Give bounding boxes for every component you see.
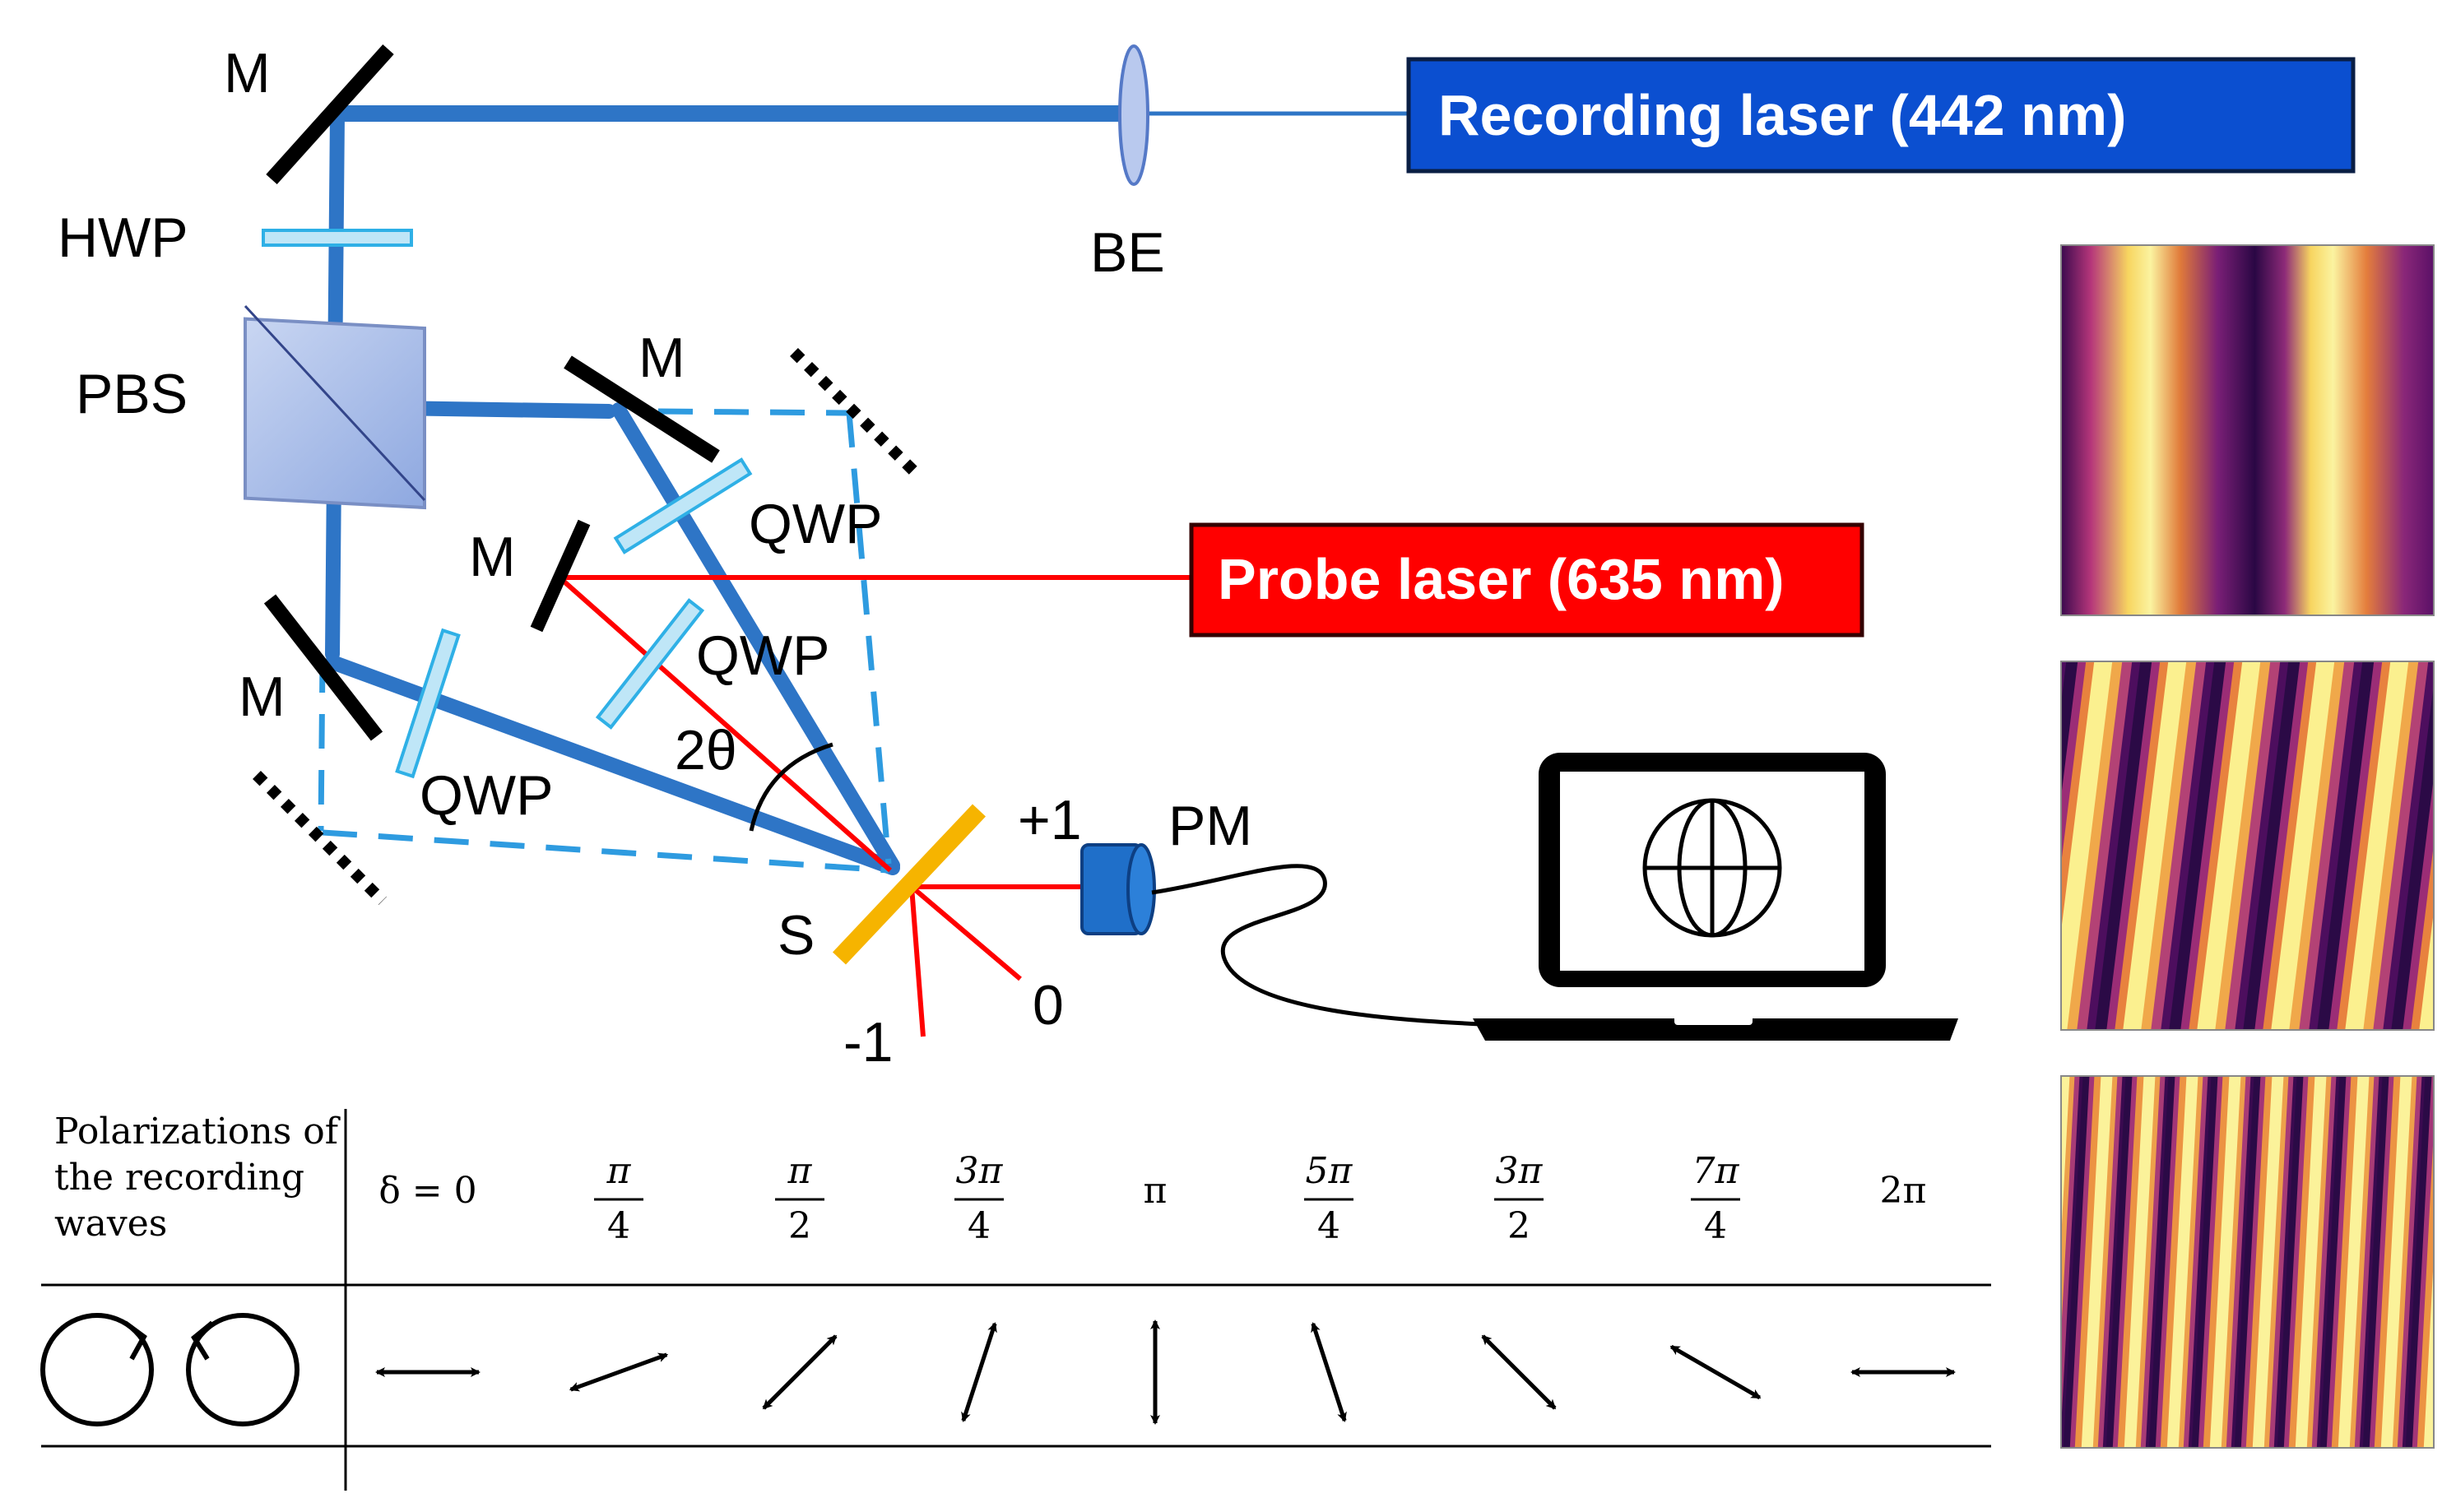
- delta-numerator: 5π: [1306, 1150, 1353, 1192]
- recording-beam: [325, 105, 1409, 875]
- polarization-arrow-7: [1669, 1344, 1762, 1400]
- delta-cell-7: 7π4: [1691, 1150, 1740, 1247]
- label-pm: PM: [1168, 795, 1252, 857]
- delta-value: π: [1144, 1170, 1168, 1212]
- mirror-top-left: [266, 44, 394, 185]
- sample-plate: [833, 804, 986, 965]
- delta-cell-6: 3π2: [1494, 1150, 1544, 1247]
- polarization-arrow-5: [1311, 1322, 1347, 1422]
- delta-denominator: 4: [968, 1205, 991, 1247]
- polarization-arrow-6: [1481, 1334, 1557, 1410]
- label-hwp: HWP: [58, 206, 188, 269]
- label-qwp-middle: QWP: [696, 624, 829, 687]
- circular-polarization-icons: [40, 1313, 299, 1426]
- polarizing-beam-splitter: [244, 304, 426, 510]
- dashed-beam-path: [318, 408, 892, 874]
- mirror-upper-middle: [564, 355, 720, 463]
- delta-cell-2: π2: [775, 1150, 824, 1247]
- delta-denominator: 2: [1507, 1205, 1530, 1247]
- recording-laser: Recording laser (442 nm): [1406, 57, 2356, 174]
- polarization-arrow-1: [569, 1352, 669, 1392]
- grating-image-1: [2060, 244, 2435, 616]
- label-sample: S: [778, 904, 815, 967]
- table-header-line-1: Polarizations of: [54, 1111, 341, 1153]
- label-order-minus1: -1: [843, 1011, 893, 1074]
- label-mirror-probe: M: [469, 526, 516, 588]
- label-order-zero: 0: [1033, 974, 1064, 1037]
- label-qwp-upper: QWP: [749, 493, 882, 555]
- polarization-arrow-2: [762, 1334, 838, 1410]
- label-order-plus1: +1: [1018, 789, 1082, 851]
- delta-numerator: π: [787, 1150, 813, 1192]
- delta-value: 2π: [1880, 1170, 1927, 1212]
- table-header-line-2: the recording: [54, 1157, 304, 1199]
- probe-laser: Probe laser (635 nm): [1189, 522, 1864, 638]
- delta-cell-4: π: [1144, 1170, 1168, 1212]
- recording-laser-label: Recording laser (442 nm): [1438, 83, 2126, 147]
- delta-denominator: 2: [788, 1205, 811, 1247]
- delta-denominator: 4: [607, 1205, 630, 1247]
- probe-laser-label: Probe laser (635 nm): [1218, 547, 1785, 611]
- delta-cell-3: 3π4: [954, 1150, 1004, 1247]
- delta-numerator: π: [606, 1150, 632, 1192]
- label-mirror-top: M: [224, 42, 271, 104]
- laptop-icon: [1473, 753, 1958, 1041]
- polarization-arrow-3: [961, 1322, 997, 1422]
- qwp-lower: [395, 628, 461, 779]
- polarization-table: Polarizations of the recording waves δ =…: [40, 1109, 1991, 1491]
- delta-value: δ = 0: [378, 1170, 476, 1212]
- globe-icon: [1642, 798, 1782, 938]
- mirror-bottom-left: [263, 594, 383, 741]
- label-qwp-lower: QWP: [420, 764, 553, 827]
- qwp-middle: [595, 598, 705, 730]
- grating-image-2: [2060, 661, 2435, 1031]
- qwp-upper: [613, 457, 753, 554]
- beam-expander-lens: [1118, 44, 1149, 186]
- delta-cell-8: 2π: [1880, 1170, 1927, 1212]
- delta-cell-0: δ = 0: [378, 1170, 476, 1212]
- label-angle: 2θ: [675, 719, 737, 782]
- table-header-line-3: waves: [54, 1203, 167, 1245]
- delta-denominator: 4: [1317, 1205, 1340, 1247]
- delta-cell-1: π4: [594, 1150, 643, 1247]
- delta-numerator: 3π: [1496, 1150, 1544, 1192]
- delta-numerator: 7π: [1692, 1150, 1740, 1192]
- linear-polarization-row: [375, 1320, 1956, 1425]
- label-be: BE: [1090, 221, 1165, 284]
- delta-numerator: 3π: [956, 1150, 1004, 1192]
- grating-image-3: [2060, 1075, 2435, 1449]
- label-mirror-bottom: M: [239, 666, 286, 728]
- label-pbs: PBS: [76, 363, 188, 425]
- power-meter-icon: [1080, 843, 1482, 1027]
- label-mirror-upper: M: [638, 327, 685, 389]
- delta-denominator: 4: [1704, 1205, 1727, 1247]
- probe-beam: [558, 575, 1193, 1037]
- delta-cell-5: 5π4: [1304, 1150, 1353, 1247]
- angle-arc: [749, 742, 833, 832]
- dotted-mirrors: [253, 348, 924, 905]
- mirror-probe: [530, 519, 591, 633]
- half-wave-plate: [262, 229, 413, 247]
